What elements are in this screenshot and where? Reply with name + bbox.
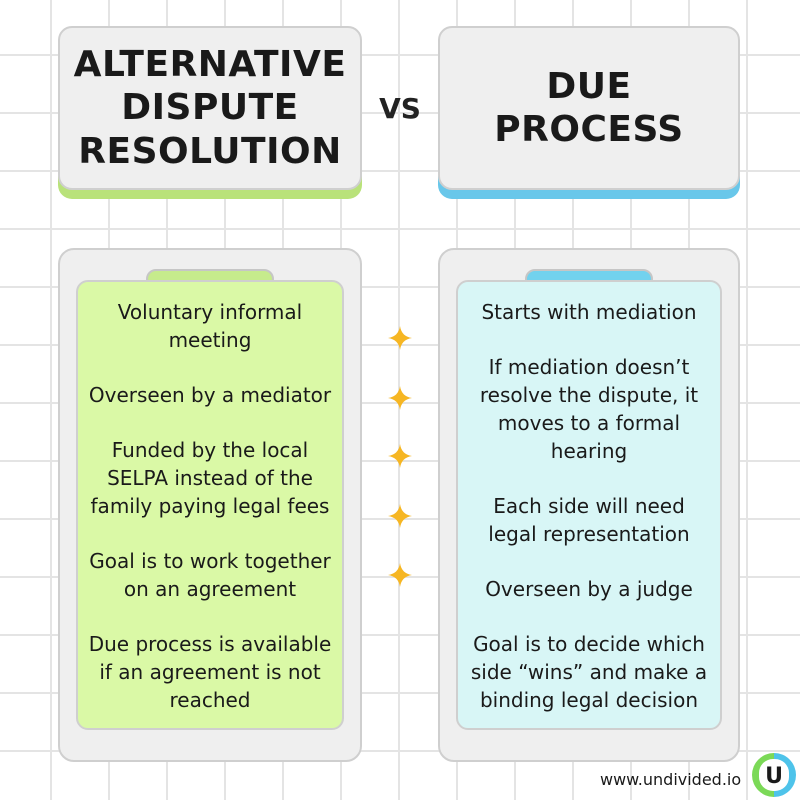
list-item: Overseen by a mediator [88, 383, 332, 407]
adr-title: ALTERNATIVE DISPUTE RESOLUTION [73, 44, 347, 172]
logo-letter: U [765, 764, 783, 789]
list-item: Overseen by a judge [485, 577, 693, 601]
vs-label: VS [379, 92, 421, 125]
sparkle-icon [388, 444, 412, 468]
list-item: Starts with mediation [481, 300, 697, 324]
due-process-title-card: DUE PROCESS [438, 26, 740, 190]
sparkle-icon [388, 504, 412, 528]
adr-list: Voluntary informal meeting Overseen by a… [76, 280, 344, 730]
footer-url: www.undivided.io [600, 770, 742, 789]
list-item: Goal is to work together on an agreement [89, 549, 331, 601]
list-item: Due process is available if an agreement… [88, 632, 332, 712]
due-process-list: Starts with mediation If mediation doesn… [456, 280, 722, 730]
list-item: Voluntary informal meeting [117, 300, 303, 352]
due-process-title: DUE PROCESS [494, 65, 684, 150]
undivided-logo: U [752, 753, 796, 797]
adr-panel: Voluntary informal meeting Overseen by a… [58, 248, 362, 762]
adr-title-card: ALTERNATIVE DISPUTE RESOLUTION [58, 26, 362, 190]
list-item: Each side will need legal representation [488, 494, 690, 546]
list-item: Funded by the local SELPA instead of the… [90, 438, 330, 518]
sparkle-icon [388, 386, 412, 410]
due-process-panel: Starts with mediation If mediation doesn… [438, 248, 740, 762]
sparkle-icon [388, 326, 412, 350]
list-item: If mediation doesn’t resolve the dispute… [479, 355, 699, 463]
sparkle-icon [388, 563, 412, 587]
list-item: Goal is to decide which side “wins” and … [470, 632, 708, 712]
